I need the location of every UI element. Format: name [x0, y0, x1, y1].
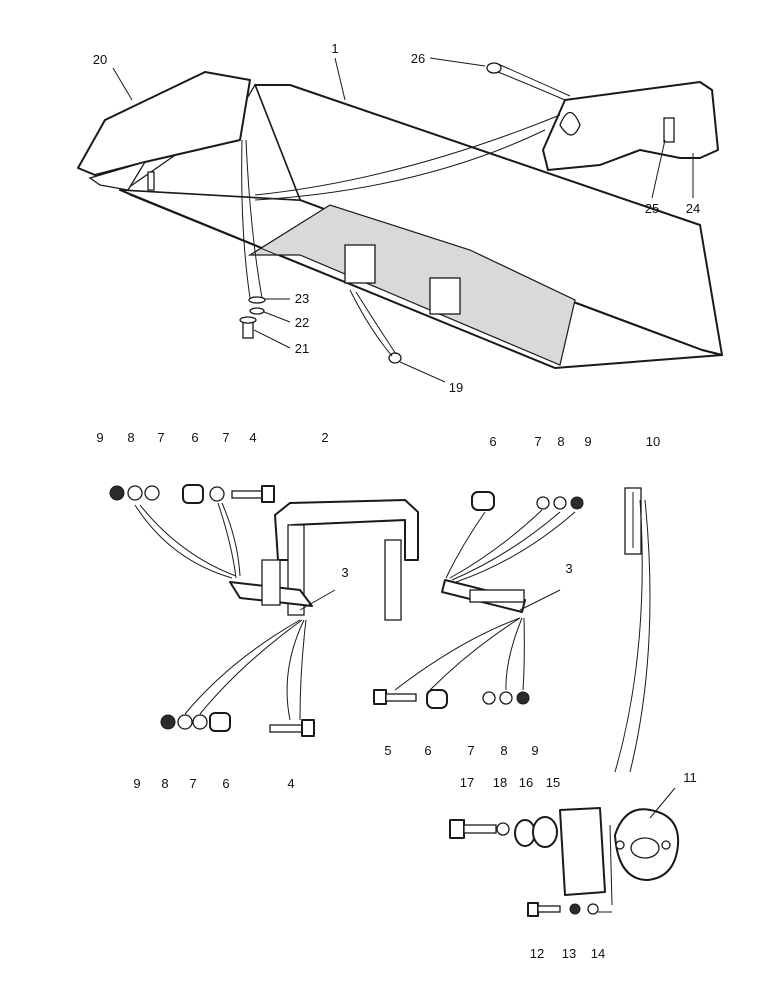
callout-labels: 1 20 26 25 24 23 22 21 19 9 8 7 6 7 4 2 …: [93, 41, 700, 961]
hardware-bolt-17: [449, 816, 558, 848]
callout-3: 3: [565, 561, 572, 576]
callout-3: 3: [341, 565, 348, 580]
callout-19: 19: [449, 380, 463, 395]
hardware-bolt-12: [527, 902, 599, 917]
callout-25: 25: [645, 201, 659, 216]
callout-9: 9: [133, 776, 140, 791]
callout-8: 8: [161, 776, 168, 791]
callout-18: 18: [493, 775, 507, 790]
fasteners-21-23: [239, 62, 502, 364]
callout-8: 8: [500, 743, 507, 758]
callout-16: 16: [519, 775, 533, 790]
hardware-upper-left: [109, 484, 275, 504]
callout-7: 7: [467, 743, 474, 758]
callout-12: 12: [530, 946, 544, 961]
callout-4: 4: [249, 430, 256, 445]
bracket-10: [624, 487, 642, 555]
callout-7: 7: [222, 430, 229, 445]
callout-9: 9: [96, 430, 103, 445]
callout-13: 13: [562, 946, 576, 961]
callout-1: 1: [331, 41, 338, 56]
callout-4: 4: [287, 776, 294, 791]
side-plate-24: [542, 81, 719, 171]
callout-23: 23: [295, 291, 309, 306]
callout-21: 21: [295, 341, 309, 356]
callout-17: 17: [460, 775, 474, 790]
callout-26: 26: [411, 51, 425, 66]
callout-9: 9: [584, 434, 591, 449]
callout-5: 5: [384, 743, 391, 758]
callout-6: 6: [489, 434, 496, 449]
leader-lines: [112, 57, 694, 913]
hardware-lower-right: [373, 689, 530, 709]
hardware-lower-left: [160, 712, 315, 737]
flange-mount-11: [614, 808, 680, 881]
callout-6: 6: [191, 430, 198, 445]
callout-7: 7: [157, 430, 164, 445]
callout-22: 22: [295, 315, 309, 330]
clamp-plate: [559, 807, 606, 896]
callout-6: 6: [424, 743, 431, 758]
callout-8: 8: [127, 430, 134, 445]
callout-15: 15: [546, 775, 560, 790]
callout-14: 14: [591, 946, 605, 961]
callout-7: 7: [189, 776, 196, 791]
mount-arm-left-3: [229, 559, 313, 607]
mount-arm-right-3: [441, 579, 526, 613]
callout-10: 10: [646, 434, 660, 449]
callout-6: 6: [222, 776, 229, 791]
callout-9: 9: [531, 743, 538, 758]
callout-8: 8: [557, 434, 564, 449]
hardware-upper-right: [471, 491, 584, 511]
callout-7: 7: [534, 434, 541, 449]
end-cap-20: [77, 71, 251, 191]
callout-11: 11: [683, 770, 697, 785]
callout-20: 20: [93, 52, 107, 67]
callout-2: 2: [321, 430, 328, 445]
callout-24: 24: [686, 201, 700, 216]
